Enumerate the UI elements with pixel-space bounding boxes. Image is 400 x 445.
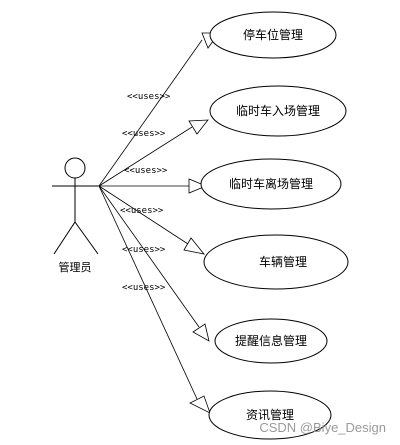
actor-leg-left [53,221,76,255]
use-case-label: 临时车离场管理 [229,176,313,191]
stereotype-label: <<uses>> [122,129,166,139]
actor-label: 管理员 [59,260,92,274]
use-case-vehicle: 车辆管理 [203,234,349,290]
use-case-label: 停车位管理 [243,27,303,42]
stereotype-label: <<uses>> [127,92,171,102]
use-case-temp-exit: 临时车离场管理 [200,158,342,210]
relation-5 [98,185,210,342]
stereotype-label: <<uses>> [122,283,166,293]
watermark: CSDN @Biye_Design [259,420,386,435]
relation-4 [98,185,206,255]
use-case-news: 资讯管理 [208,390,332,440]
relation-6 [98,185,211,414]
stereotype-label: <<uses>> [122,245,166,255]
use-case-reminder: 提醒信息管理 [214,318,328,364]
relation-3 [99,178,208,194]
relation-1 [98,32,220,187]
use-case-label: 临时车入场管理 [236,103,320,118]
stereotype-label: <<uses>> [120,206,164,216]
actor-figure [52,157,99,255]
stereotype-label: <<uses>> [124,166,168,176]
relation-2 [98,119,209,187]
use-case-label: 资讯管理 [246,407,294,422]
actor-leg-right [74,221,99,255]
use-case-label: 提醒信息管理 [235,333,307,348]
actor-head [64,157,86,179]
use-case-parking-space: 停车位管理 [209,11,337,59]
use-case-temp-entry: 临时车入场管理 [209,85,347,137]
use-case-label: 车辆管理 [259,254,307,269]
